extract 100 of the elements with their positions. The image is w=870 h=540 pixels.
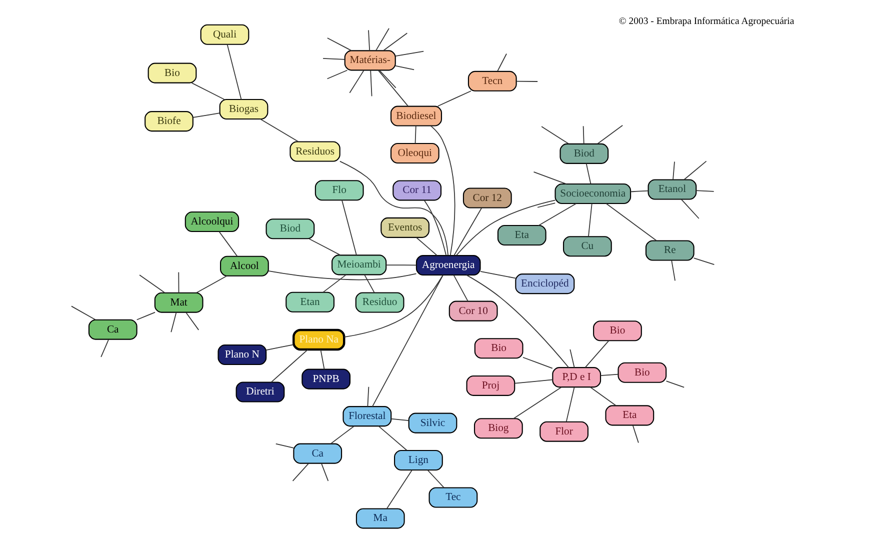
connector — [426, 470, 444, 488]
node-box: Residuo — [354, 292, 404, 313]
connector — [196, 275, 227, 294]
connector — [366, 386, 369, 407]
connector — [371, 274, 443, 407]
connector — [385, 264, 416, 266]
node-box: Matérias- — [344, 50, 396, 71]
connector — [378, 426, 407, 451]
connector — [339, 160, 448, 256]
connector — [423, 200, 446, 256]
node-box: Alcoolqui — [184, 211, 239, 232]
connector — [680, 199, 699, 219]
node-box: Plano N — [217, 344, 266, 366]
label: © 2003 - Embrapa Informática Agropecuária — [618, 16, 794, 28]
connector — [522, 356, 552, 369]
node-box: Proj — [466, 375, 515, 396]
connector — [588, 203, 592, 237]
connector — [136, 312, 155, 320]
connector — [138, 274, 165, 294]
node-box: Socioeconomia — [554, 183, 631, 204]
node-box: Bio — [147, 62, 196, 84]
node-box: Ca — [88, 319, 137, 340]
connector — [512, 386, 562, 420]
connector — [672, 161, 674, 180]
connector — [267, 270, 416, 280]
connector — [466, 274, 569, 368]
connector — [226, 44, 242, 100]
node-box: Cor 12 — [462, 188, 512, 208]
connector — [692, 258, 714, 266]
node-box: Residuos — [289, 141, 340, 162]
connector — [436, 90, 471, 107]
node-box: Plano Na — [292, 328, 345, 351]
connector — [453, 208, 482, 256]
node-box: Agroenergia — [415, 255, 480, 276]
node-box: Biogas — [218, 98, 268, 120]
connector — [292, 463, 308, 482]
node-box: Cu — [562, 236, 612, 257]
node-box: Bio — [617, 362, 666, 383]
connector — [632, 425, 638, 444]
connector — [456, 200, 556, 256]
node-box: Cor 10 — [448, 300, 498, 322]
connector — [70, 306, 96, 320]
connector — [100, 339, 108, 358]
connector — [178, 272, 179, 294]
connector — [320, 463, 328, 482]
node-box: Meioambi — [331, 254, 386, 276]
node-box: Flo — [314, 180, 364, 201]
node-box: Eta — [604, 405, 654, 426]
connector — [326, 38, 352, 52]
node-box: Silvic — [408, 412, 457, 434]
connector — [480, 271, 516, 279]
node-box: Ca — [292, 443, 342, 464]
node-box: Etanol — [647, 179, 696, 200]
connector — [343, 274, 443, 338]
connector — [430, 125, 455, 256]
connector — [377, 70, 408, 107]
connector — [274, 443, 294, 448]
connector — [364, 274, 374, 293]
connector — [416, 237, 437, 256]
connector — [630, 190, 648, 192]
node-box: Diretri — [235, 382, 284, 402]
connector — [532, 172, 566, 184]
connector — [565, 386, 574, 422]
connector — [584, 340, 609, 368]
connector — [259, 118, 298, 142]
node-box: Biofe — [144, 111, 193, 132]
connector — [670, 260, 675, 282]
node-box: P,D e I — [552, 367, 601, 388]
connector — [308, 238, 340, 256]
connector — [585, 163, 591, 184]
connector — [589, 386, 616, 406]
connector — [536, 202, 556, 208]
connector — [496, 53, 506, 72]
node-box: Eta — [496, 224, 546, 246]
connector — [340, 200, 356, 256]
connector — [370, 70, 372, 97]
connector — [190, 82, 224, 100]
node-box: Oleoqui — [390, 142, 439, 164]
connector — [382, 32, 408, 51]
connector — [322, 274, 346, 293]
node-box: Bio — [474, 338, 523, 359]
node-box: Biodiesel — [390, 106, 442, 126]
connector — [394, 50, 424, 57]
connector — [514, 379, 553, 384]
node-box: Ma — [355, 508, 404, 529]
connector — [390, 418, 409, 422]
connector — [394, 65, 414, 70]
node-box: Flor — [539, 421, 588, 442]
connector — [375, 28, 389, 51]
node-box: Quali — [200, 24, 249, 45]
node-box: Re — [644, 240, 694, 261]
connector — [320, 349, 324, 370]
node-box: Etan — [285, 292, 334, 312]
connector — [596, 124, 623, 144]
connector — [452, 274, 468, 302]
node-box: Lign — [394, 450, 442, 471]
connector — [378, 70, 396, 88]
connector — [695, 190, 714, 192]
connector — [540, 126, 569, 144]
connector — [538, 203, 576, 226]
